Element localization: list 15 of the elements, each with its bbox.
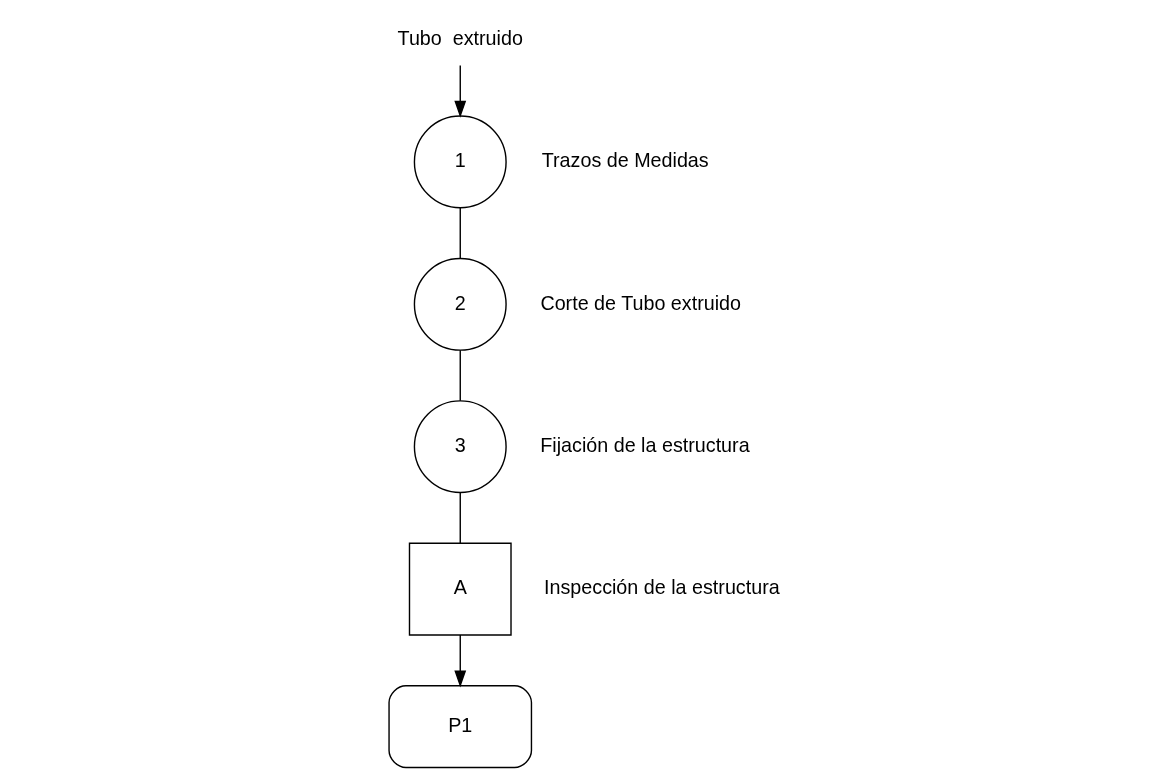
node-circle: 1 (413, 115, 507, 209)
arrow (453, 64, 466, 118)
connector (459, 207, 461, 259)
node-label: Fijación de la estructura (539, 433, 750, 456)
arrow (453, 634, 466, 688)
node-label: Inspección de la estructura (543, 576, 780, 599)
node-label: Trazos de Medidas (541, 149, 709, 172)
connector (459, 491, 461, 544)
node-circle: 3 (413, 400, 507, 494)
node-box: A (408, 542, 512, 636)
node-label: Corte de Tubo extruido (539, 291, 741, 314)
node-circle: 2 (413, 257, 507, 351)
connector (459, 349, 461, 402)
node-text: Tubo extruido (397, 27, 523, 50)
node-box: P1 (387, 684, 532, 769)
